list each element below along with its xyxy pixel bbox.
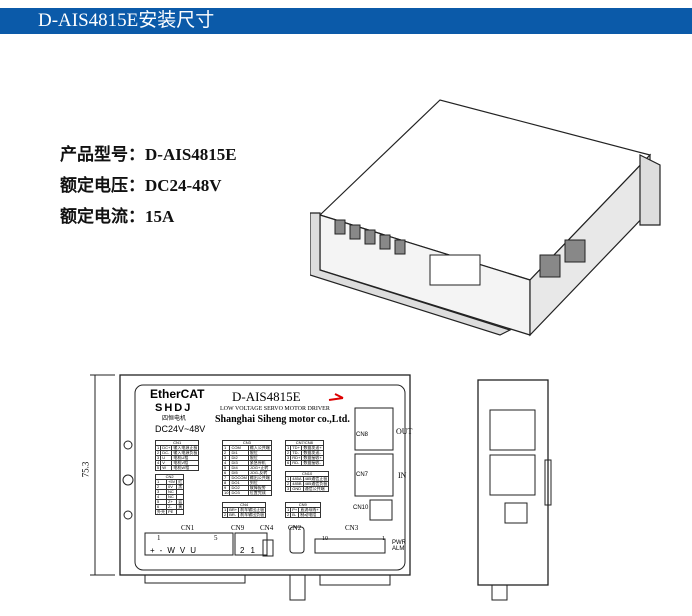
table-cell: 2 bbox=[284, 512, 292, 518]
spec-label: 额定电压： bbox=[60, 176, 145, 195]
table-cell: 5 bbox=[154, 465, 162, 471]
table-cell: 制动电阻 bbox=[298, 512, 321, 518]
pin: U bbox=[190, 546, 197, 555]
table-cell: 位置完成 bbox=[247, 490, 272, 496]
side-view-drawing bbox=[477, 379, 552, 601]
in-label: IN bbox=[398, 471, 407, 480]
cn8-port bbox=[354, 407, 394, 451]
pin: 1 bbox=[250, 546, 255, 555]
company-label: Shanghai Siheng motor co.,Ltd. bbox=[215, 414, 350, 425]
pin: V bbox=[179, 546, 186, 555]
table-cell: 6 bbox=[284, 460, 292, 466]
table-cell: DO3 bbox=[229, 490, 249, 496]
cn1-terminal bbox=[144, 532, 234, 556]
table-cell: 数据接收- bbox=[301, 460, 324, 466]
table-cell: 10 bbox=[221, 490, 231, 496]
out-label: OUT bbox=[396, 427, 413, 436]
table-cell: PE bbox=[165, 509, 178, 515]
cn1-pin-end: 5 bbox=[214, 534, 218, 542]
cn3-pin-start: 10 bbox=[322, 536, 328, 542]
spec-value: 15A bbox=[145, 207, 175, 226]
cn3-label: CN3 bbox=[345, 524, 359, 532]
table-cell: 2 bbox=[221, 512, 229, 518]
pin: - bbox=[159, 546, 163, 555]
voltage-label: DC24V~48V bbox=[155, 424, 206, 434]
pwr-alm-label: PWR ALM bbox=[392, 540, 406, 552]
model-label: D-AIS4815E bbox=[232, 389, 301, 404]
table-cell: 通信公共端 bbox=[302, 486, 330, 492]
page-title: D-AIS4815E安装尺寸 bbox=[38, 10, 215, 31]
cn10-port bbox=[369, 499, 393, 521]
cn3-port bbox=[314, 538, 386, 554]
table-cell: 3 bbox=[284, 486, 292, 492]
cn9-terminal bbox=[234, 532, 268, 556]
table-cell: B- bbox=[290, 512, 300, 518]
spec-value: DC24-48V bbox=[145, 176, 222, 195]
table-cell: 外壳 bbox=[155, 509, 167, 515]
cn7-label: CN7 bbox=[356, 472, 369, 478]
page-header: D-AIS4815E安装尺寸 bbox=[0, 8, 692, 34]
pin: + bbox=[150, 546, 155, 555]
logo-subtitle: 四恒电机 bbox=[162, 416, 187, 422]
spec-list: 产品型号：D-AIS4815E 额定电压：DC24-48V 额定电流：15A bbox=[60, 140, 237, 233]
cn2-label: CN2 bbox=[288, 524, 302, 532]
table-cell: GND bbox=[290, 486, 304, 492]
spec-label: 产品型号： bbox=[60, 145, 145, 164]
ethercat-logo: EtherCAT bbox=[150, 387, 205, 401]
table-cell bbox=[176, 509, 185, 515]
cn1-pin-start: 1 bbox=[157, 534, 161, 542]
cn7-port bbox=[354, 453, 394, 497]
cn10-label: CN10 bbox=[353, 505, 369, 511]
spec-label: 额定电流： bbox=[60, 207, 145, 226]
cn3-pin-end: 1 bbox=[382, 536, 385, 542]
shdj-logo: SHDJ bbox=[155, 402, 193, 414]
subtitle-label: LOW VOLTAGE SERVO MOTOR DRIVER bbox=[220, 406, 330, 412]
cn4-label: CN4 bbox=[260, 524, 274, 532]
cn8-label: CN8 bbox=[356, 432, 369, 438]
spec-model: 产品型号：D-AIS4815E bbox=[60, 140, 237, 171]
table-cell: RD- bbox=[290, 460, 303, 466]
product-3d-illustration bbox=[310, 99, 661, 337]
dimension-label: 75.3 bbox=[80, 461, 91, 478]
table-cell: 电机W相 bbox=[171, 465, 200, 471]
spec-current: 额定电流：15A bbox=[60, 202, 237, 233]
cn9-label: CN9 bbox=[231, 524, 245, 532]
spec-value: D-AIS4815E bbox=[145, 145, 237, 164]
table-cell: BR- bbox=[227, 512, 240, 518]
table-cell: W bbox=[160, 465, 173, 471]
pin: 2 bbox=[240, 546, 245, 555]
spec-voltage: 额定电压：DC24-48V bbox=[60, 171, 237, 202]
cn2-port bbox=[289, 526, 305, 554]
cn1-label: CN1 bbox=[181, 524, 195, 532]
pin: W bbox=[167, 546, 175, 555]
table-cell: 刹车输出负极 bbox=[238, 512, 267, 518]
